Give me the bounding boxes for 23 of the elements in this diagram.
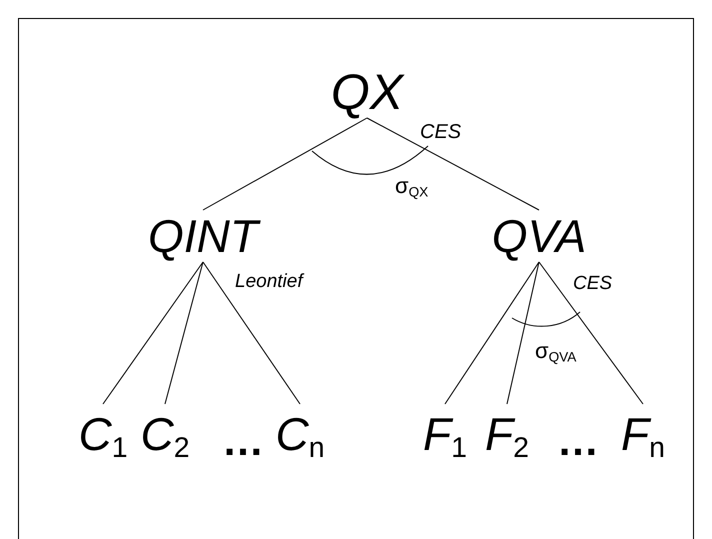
tree-branch-line <box>102 262 204 404</box>
node-label: F$_{2}$ <box>485 411 529 457</box>
node-label: QVA <box>492 213 586 259</box>
tree-branch-line <box>202 262 300 404</box>
ellipsis-label: … <box>557 420 599 462</box>
node-label: C$_{2}$ <box>140 411 190 457</box>
tree-branch-line <box>366 118 540 210</box>
node-label: F$_{n}$ <box>621 411 665 457</box>
tree-branch-line <box>538 262 644 404</box>
function-type-label: CES <box>420 122 462 142</box>
function-type-label: Leontief <box>235 272 303 291</box>
node-label: C$_{n}$ <box>275 411 325 457</box>
elasticity-label: σ$_{QX}$ <box>395 175 428 197</box>
node-label: QX <box>330 67 404 117</box>
tree-branch-line <box>506 262 540 404</box>
function-type-label: CES <box>573 274 612 293</box>
ellipsis-label: … <box>222 420 264 462</box>
node-label: C$_{1}$ <box>78 411 128 457</box>
tree-branch-line <box>202 118 368 210</box>
node-label: F$_{1}$ <box>423 411 467 457</box>
tree-branch-line <box>444 262 540 404</box>
elasticity-label: σ$_{QVA}$ <box>535 340 576 362</box>
tree-branch-line <box>164 262 204 404</box>
